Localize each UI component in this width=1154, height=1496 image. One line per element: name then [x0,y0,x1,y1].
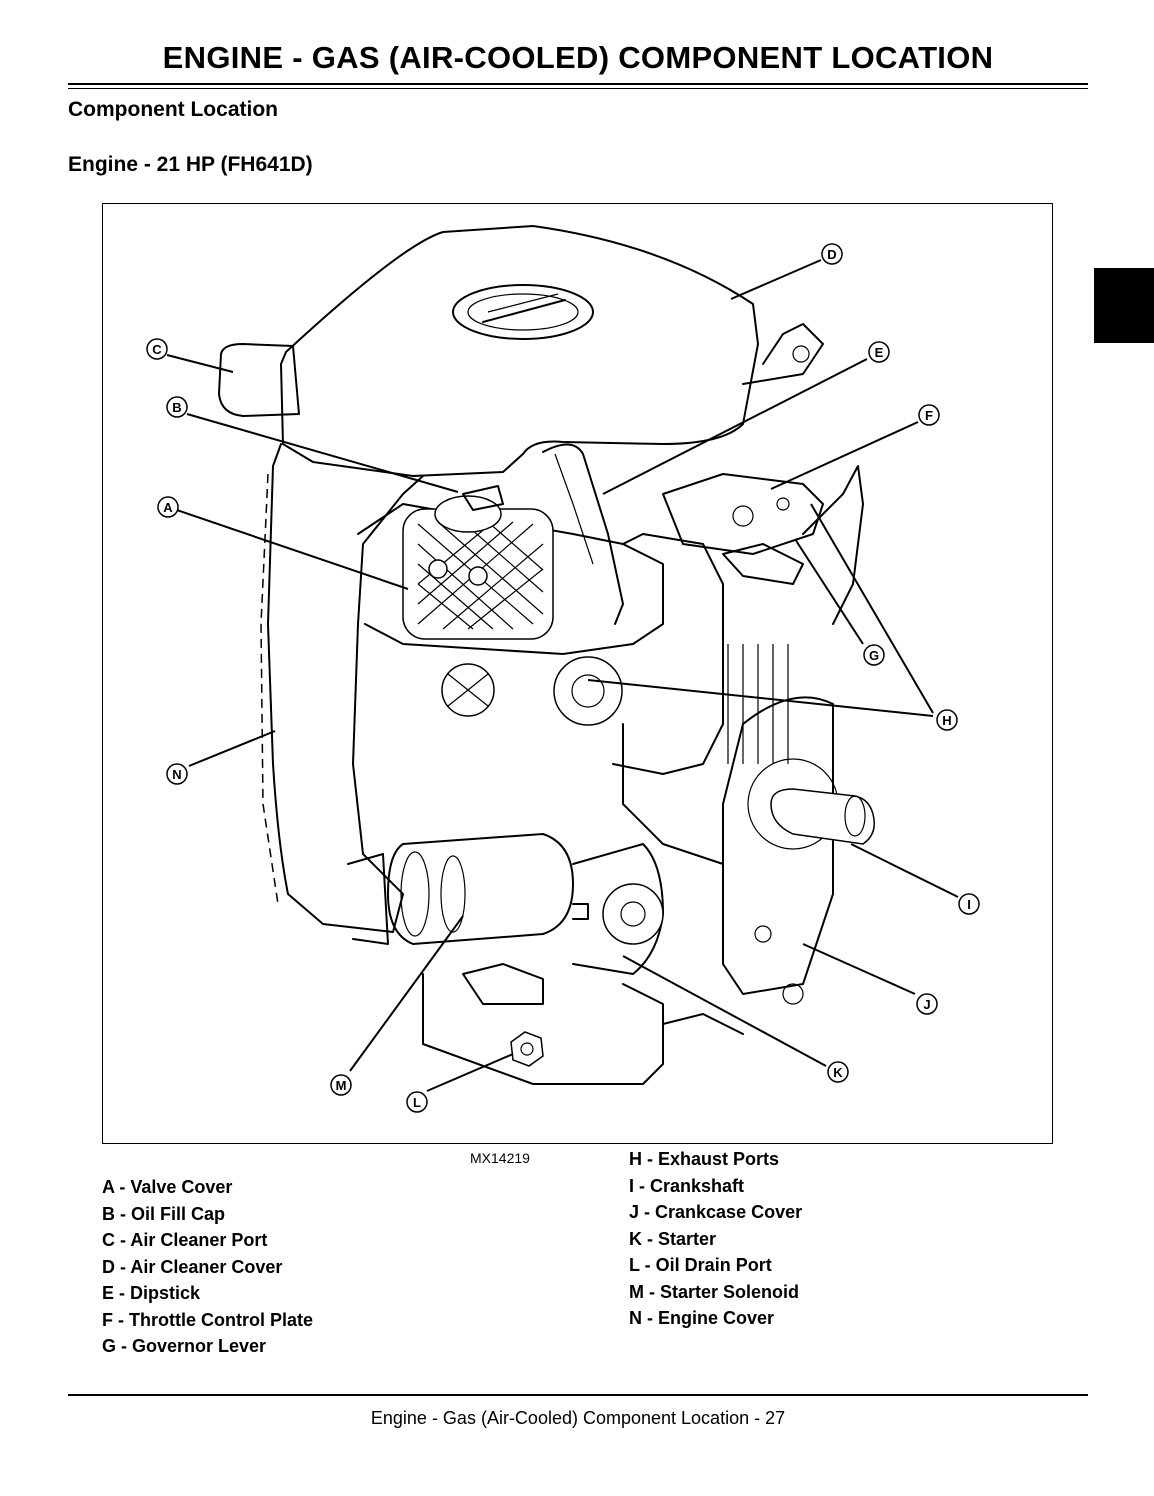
page-title: ENGINE - GAS (AIR-COOLED) COMPONENT LOCA… [162,40,994,75]
callout-i: I [958,893,980,915]
legend-item: N - Engine Cover [629,1308,775,1328]
section-heading: Component Location [68,98,278,121]
callout-e: E [868,341,890,363]
svg-text:E: E [875,345,884,360]
legend-item: H - Exhaust Ports [629,1149,780,1169]
legend-item: G - Governor Lever [102,1336,267,1356]
starter-solenoid-shape [387,833,574,945]
callout-j: J [916,993,938,1015]
callout-h: H [936,709,958,731]
callout-n: N [166,763,188,785]
governor-lever-shape [722,543,804,585]
svg-text:H: H [942,713,951,728]
cooling-fins [727,644,789,764]
legend-item: L - Oil Drain Port [629,1255,772,1275]
legend-item: C - Air Cleaner Port [102,1230,268,1250]
air-cleaner-port-shape [218,343,300,417]
svg-text:A: A [163,500,173,515]
callout-d: D [821,243,843,265]
callout-f: F [918,404,940,426]
page-footer: Engine - Gas (Air-Cooled) Component Loca… [370,1408,786,1428]
section-tab-marker [1094,268,1154,343]
legend-item: B - Oil Fill Cap [102,1203,226,1224]
oil-fill-cap-shape [434,495,502,533]
callout-c: C [146,338,168,360]
legend-item: M - Starter Solenoid [629,1281,800,1302]
leader-lines [166,259,959,1092]
legend-item: J - Crankcase Cover [629,1202,803,1222]
exhaust-port-shape [553,656,623,726]
svg-text:M: M [336,1078,347,1093]
callout-b: B [166,396,188,418]
oil-drain-port-shape [510,1031,544,1067]
air-cleaner-cover-shape [280,225,759,477]
header-rule-thin [68,88,1088,89]
legend-item: F - Throttle Control Plate [102,1309,313,1330]
legend-item: D - Air Cleaner Cover [102,1256,283,1277]
figure-subheading: Engine - 21 HP (FH641D) [68,153,313,176]
callout-k: K [827,1061,849,1083]
legend-item: E - Dipstick [102,1283,201,1303]
dipstick-shape [542,443,624,625]
callout-l: L [406,1091,428,1113]
legend-left: A - Valve Cover B - Oil Fill Cap C - Air… [102,1174,313,1360]
svg-text:F: F [925,408,933,423]
svg-text:J: J [923,997,930,1012]
legend-item: K - Starter [629,1228,717,1249]
svg-text:G: G [869,648,879,663]
svg-text:B: B [172,400,181,415]
legend-right: H - Exhaust Ports I - Crankshaft J - Cra… [629,1146,802,1332]
callout-a: A [157,496,179,518]
engine-illustration: A B C D E F G H I J K L M N [102,203,1053,1144]
engine-drawing: A B C D E F G H I J K L M N [146,225,980,1113]
svg-text:C: C [152,342,162,357]
callout-m: M [330,1074,352,1096]
footer-rule [68,1394,1088,1396]
legend-item: A - Valve Cover [102,1177,233,1197]
svg-text:D: D [827,247,836,262]
header-rule [68,83,1088,85]
figure-id: MX14219 [470,1150,530,1166]
crankcase-cover-shape [722,696,834,995]
svg-text:K: K [833,1065,843,1080]
callout-g: G [863,644,885,666]
legend-item: I - Crankshaft [629,1175,745,1196]
svg-text:L: L [413,1095,421,1110]
svg-text:I: I [967,897,971,912]
svg-text:N: N [172,767,181,782]
engine-cover-hidden-edge [260,473,279,905]
